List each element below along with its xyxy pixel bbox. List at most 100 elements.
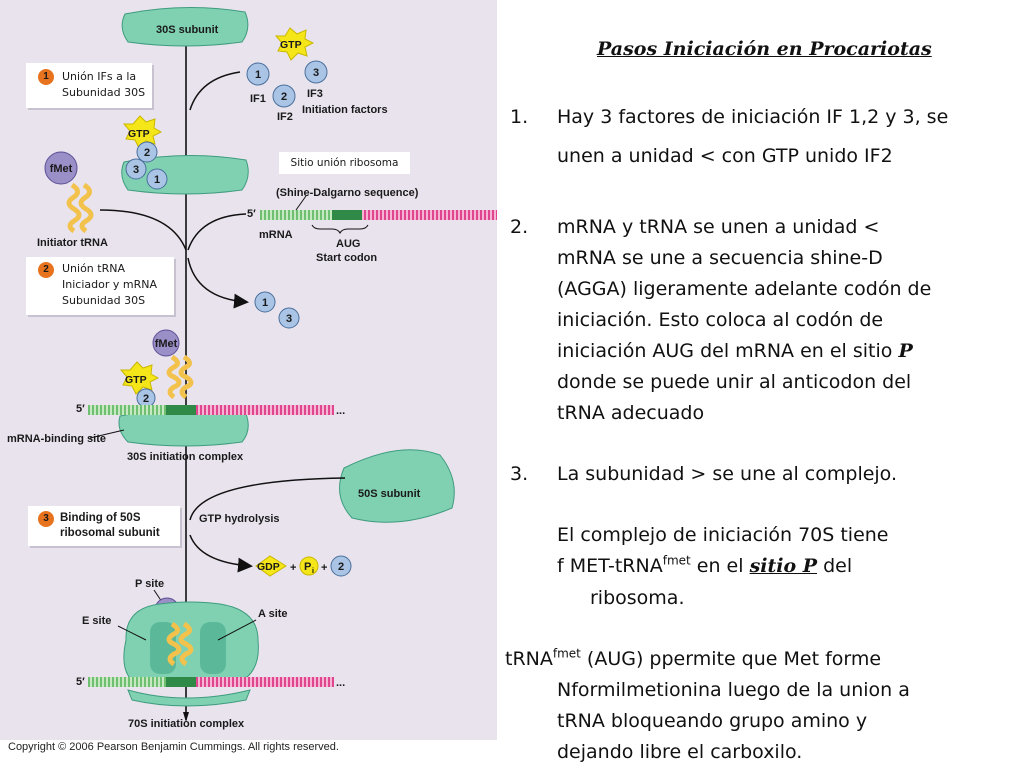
step-2-box: 2 Unión tRNA Iniciador y mRNA Subunidad … [26, 257, 174, 315]
gtp-star-icon [274, 27, 315, 61]
label-shine-dalgarno: (Shine-Dalgarno sequence) [276, 187, 419, 199]
item-3-line-3: f MET-tRNAfmet en el sitio P del [557, 551, 852, 582]
label-mrna-binding-site: mRNA-binding site [7, 433, 106, 445]
svg-text:+: + [290, 562, 296, 574]
label-aug: AUG [336, 238, 360, 250]
step-3-box: 3 Binding of 50S ribosomal subunit [28, 506, 180, 546]
label-if3: IF3 [307, 88, 323, 100]
subunit-30s-shape [121, 6, 249, 47]
label-mrna: mRNA [259, 229, 293, 241]
label-initiation-factors: Initiation factors [302, 104, 388, 116]
label-if2: IF2 [277, 111, 293, 123]
label-gdp: GDP [257, 561, 280, 573]
slide-title: Pasos Iniciación en Procariotas [597, 38, 932, 60]
label-fmet-1: fMet [50, 163, 73, 175]
if1-circle-icon [246, 62, 270, 86]
gdp-shape-icon [255, 555, 287, 577]
translation-initiation-figure: 30S subunit GTP 1 2 3 IF1 IF2 IF3 Initia… [0, 0, 497, 740]
item-3-fmet-trna: f MET-tRNA [557, 555, 663, 577]
ellipsis-3: ... [336, 677, 345, 689]
item-2-p-site: P [898, 340, 913, 362]
item-2-line-7: tRNA adecuado [557, 402, 705, 424]
mrna-strand-pink [362, 210, 497, 220]
mrna-strand-green [260, 210, 362, 220]
label-30s-initiation-complex: 30S initiation complex [127, 451, 244, 463]
bound-if1-number: 1 [154, 174, 160, 186]
label-five-prime-2: 5′ [76, 403, 85, 415]
step-2-badge: 2 [38, 262, 54, 278]
subunit-50s-shape [339, 449, 455, 523]
step-1-box: 1 Unión IFs a la Subunidad 30S [26, 63, 152, 108]
fmet-circle-icon [44, 151, 78, 185]
item-3-fmet-sup: fmet [662, 553, 691, 568]
if2-number: 2 [281, 91, 287, 103]
item-2-line-3: (AGGA) ligeramente adelante codón de [557, 278, 932, 300]
step-2-text: Unión tRNA Iniciador y mRNA Subunidad 30… [62, 262, 157, 307]
ribosome-70s-shape [123, 601, 259, 687]
label-50s-subunit: 50S subunit [358, 488, 421, 500]
gtp-star-2-icon [122, 115, 163, 149]
closing-fmet-sup: fmet [552, 646, 581, 661]
item-1-line-2: unen a unidad < con GTP unido IF2 [557, 145, 893, 167]
callout-sitio-union-ribosoma: Sitio unión ribosoma [279, 152, 410, 174]
label-70s-initiation-complex: 70S initiation complex [128, 718, 245, 730]
label-five-prime-1: 5′ [247, 208, 256, 220]
label-start-codon: Start codon [316, 252, 377, 264]
complex-if2-number: 2 [143, 393, 149, 405]
label-a-site: A site [258, 608, 288, 620]
item-3-sitio-p: sitio P [749, 555, 818, 577]
item-3-number: 3. [510, 463, 529, 485]
bound-if2-number: 2 [144, 147, 150, 159]
svg-text:+: + [321, 562, 327, 574]
released-if1-number: 1 [262, 297, 268, 309]
label-fmet-2: fMet [155, 338, 178, 350]
item-2-line-4: iniciación. Esto coloca al codón de [557, 309, 884, 331]
label-if1: IF1 [250, 93, 266, 105]
label-e-site: E site [82, 615, 111, 627]
step-3-badge: 3 [38, 511, 54, 527]
closing-line-3: tRNA bloqueando grupo amino y [557, 710, 868, 732]
item-2-line-5: iniciación AUG del mRNA en el sitio P [557, 336, 913, 367]
phosphate-circle-icon [299, 556, 319, 576]
step-3-text: Binding of 50S ribosomal subunit [60, 512, 160, 539]
ellipsis-1: ... [336, 405, 345, 417]
item-3-line-1: La subunidad > se une al complejo. [557, 463, 898, 485]
label-gtp-hydrolysis: GTP hydrolysis [199, 513, 280, 525]
item-3-del: del [817, 555, 853, 577]
item-2-number: 2. [510, 216, 529, 238]
item-1-line-1: Hay 3 factores de iniciación IF 1,2 y 3,… [557, 106, 949, 128]
bound-if3-number: 3 [133, 164, 139, 176]
if2-circle-icon [272, 84, 296, 108]
step-1-text: Unión IFs a la Subunidad 30S [62, 70, 146, 99]
step-1-badge: 1 [38, 69, 54, 85]
item-2-line-1: mRNA y tRNA se unen a unidad < [557, 216, 880, 238]
label-pi: P [304, 561, 311, 573]
label-five-prime-3: 5′ [76, 676, 85, 688]
item-1-number: 1. [510, 106, 529, 128]
released-if3-number: 3 [286, 313, 292, 325]
if3-number: 3 [313, 67, 319, 79]
label-30s-subunit: 30S subunit [156, 24, 219, 36]
if3-circle-icon [304, 60, 328, 84]
copyright-notice: Copyright © 2006 Pearson Benjamin Cummin… [8, 741, 339, 753]
figure-drawing: 30S subunit GTP 1 2 3 IF1 IF2 IF3 Initia… [7, 6, 497, 730]
label-p-site: P site [135, 578, 164, 590]
closing-line-4: dejando libre el carboxilo. [557, 741, 803, 763]
item-3-line-2: El complejo de iniciación 70S tiene [557, 524, 889, 546]
label-pi-sub: i [312, 568, 314, 575]
label-initiator-trna: Initiator tRNA [37, 237, 108, 249]
trna-helix-icon [66, 182, 94, 234]
item-2-line-6: donde se puede unir al anticodon del [557, 371, 912, 393]
label-gtp-1: GTP [280, 39, 302, 51]
item-2-line-2: mRNA se une a secuencia shine-D [557, 247, 883, 269]
label-gtp-2: GTP [128, 128, 150, 140]
if1-number: 1 [255, 69, 261, 81]
label-gtp-3: GTP [125, 374, 147, 386]
item-3-en-el: en el [690, 555, 750, 577]
closing-line-2: Nformilmetionina luego de la union a [557, 679, 910, 701]
item-3-line-4: ribosoma. [590, 587, 685, 609]
closing-trna: tRNA [505, 648, 553, 670]
closing-line-1: tRNAfmet (AUG) ppermite que Met forme [505, 644, 881, 675]
released-if2-number: 2 [338, 561, 344, 573]
item-2-line-5-text: iniciación AUG del mRNA en el sitio [557, 340, 899, 362]
